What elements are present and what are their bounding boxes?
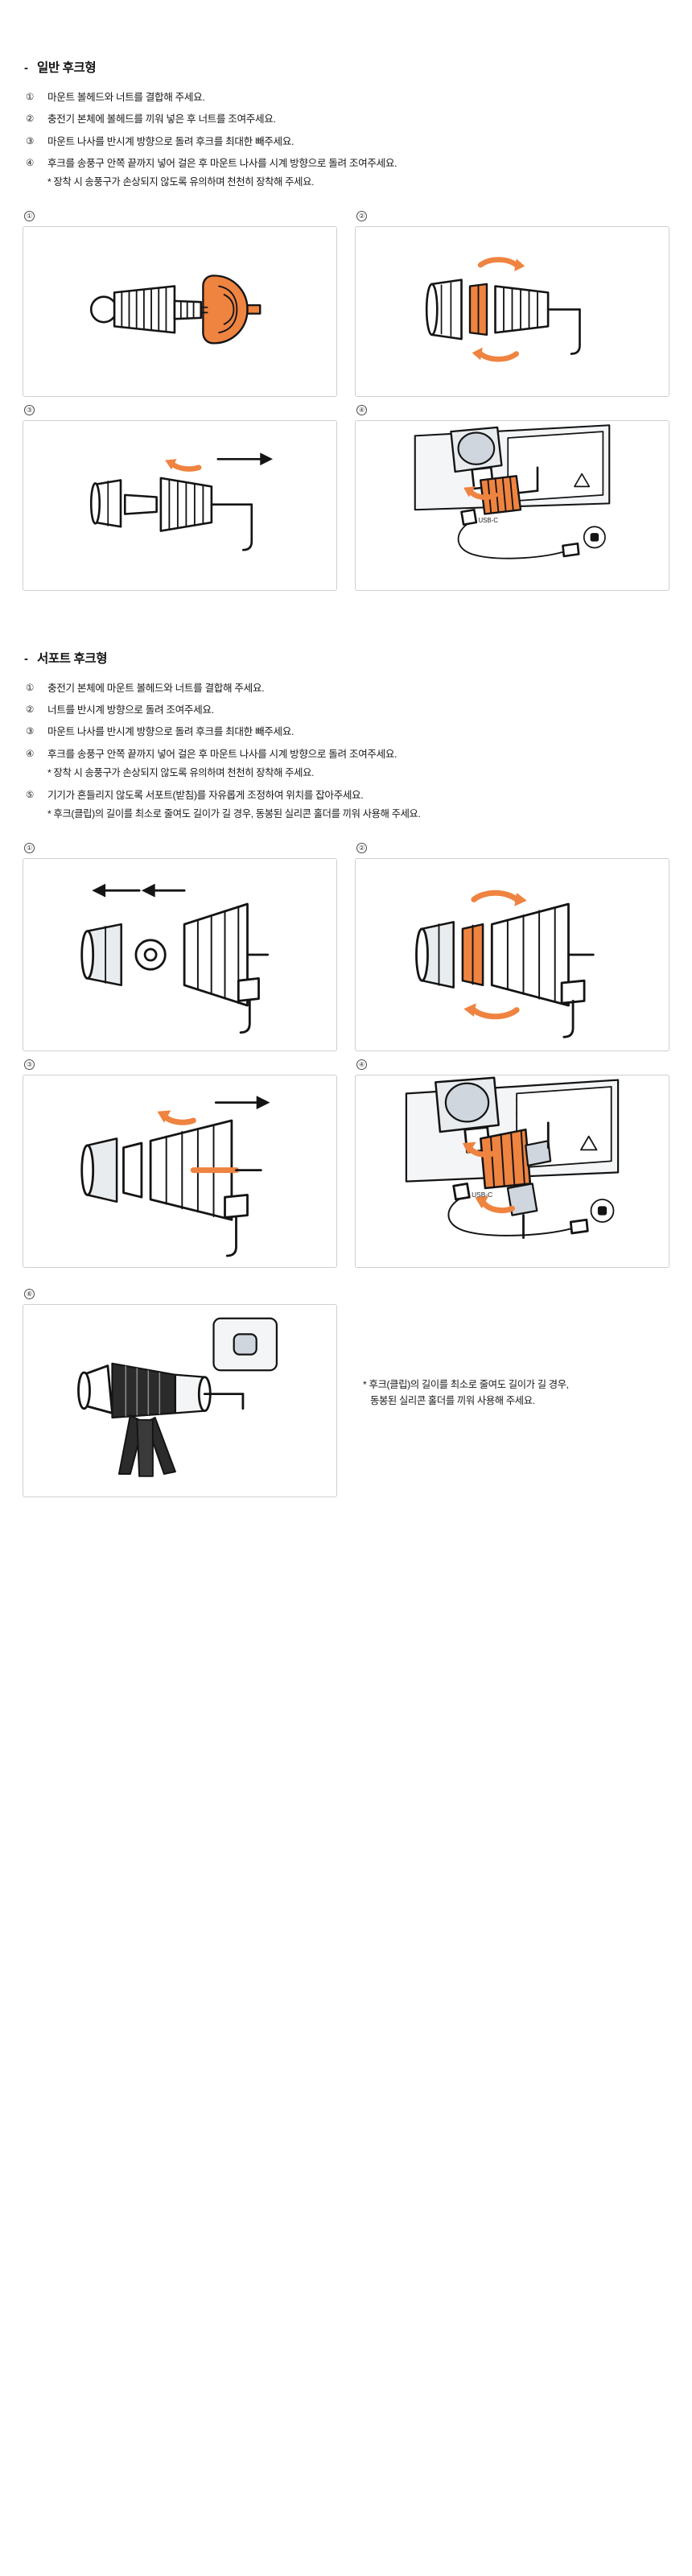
support-tighten-nut-illustration [415, 890, 595, 1038]
step-number: ② [26, 705, 35, 716]
extend-hook-illustration [89, 452, 273, 551]
step-text: 기기가 흔들리지 않도록 서포트(받침)를 자유롭게 조정하여 위치를 잡아주세… [47, 789, 364, 801]
illustration-panel-6 [355, 857, 669, 1051]
section-2-note-1: * 장착 시 송풍구가 손상되지 않도록 유의하며 천천히 장착해 주세요. [47, 766, 315, 778]
section-1-note: * 장착 시 송풍구가 손상되지 않도록 유의하며 천천히 장착해 주세요. [47, 176, 315, 188]
panel-wrap: ⑥ [23, 1288, 337, 1497]
step-number: ③ [26, 727, 35, 737]
support-extend-hook-illustration [80, 1095, 270, 1257]
illustration-panel-3 [23, 419, 337, 591]
panel-badge: ① [24, 210, 35, 221]
mounted-on-vent-illustration: USB-C [414, 424, 611, 559]
step-item: ④ 후크를 송풍구 안쪽 끝까지 넣어 걸은 후 마운트 나사를 시계 방향으로… [26, 156, 681, 171]
step-text: 마운트 나사를 반시계 방향으로 돌려 후크를 최대한 빼주세요. [47, 135, 295, 147]
step-text: 마운트 나사를 반시계 방향으로 돌려 후크를 최대한 빼주세요. [47, 726, 295, 738]
ballhead-nut-assembly-illustration [89, 275, 262, 345]
panel-badge: ② [356, 842, 367, 853]
final-note-line-1: * 후크(클립)의 길이를 최소로 줄여도 길이가 길 경우, [363, 1378, 569, 1390]
step-text: 후크를 송풍구 안쪽 끝까지 넣어 걸은 후 마운트 나사를 시계 방향으로 돌… [47, 157, 397, 169]
illustration-panel-8: USB-C [355, 1074, 669, 1268]
panel-wrap: ③ [23, 404, 337, 591]
step-item: ② 충전기 본체에 볼헤드를 끼워 넣은 후 너트를 조여주세요. [26, 112, 681, 126]
step-text: 마운트 볼헤드와 너트를 결합해 주세요. [47, 92, 205, 103]
panel-wrap: ④ [355, 1059, 669, 1268]
illustration-panel-2 [355, 225, 669, 397]
section-1-panels: ① [11, 210, 681, 591]
step-item: ② 너트를 반시계 방향으로 돌려 조여주세요. [26, 703, 681, 717]
step-number: ① [26, 93, 35, 102]
section-gap [0, 591, 692, 649]
step-item: ① 마운트 볼헤드와 너트를 결합해 주세요. [26, 90, 681, 105]
panel-wrap: ① [23, 210, 337, 397]
illustration-panel-7 [23, 1074, 337, 1268]
support-ballhead-attach-illustration [80, 883, 270, 1034]
step-number: ② [26, 114, 35, 125]
section-1-title: 일반 후크형 [37, 61, 97, 75]
step-item: ⑤ 기기가 흔들리지 않도록 서포트(받침)를 자유롭게 조정하여 위치를 잡아… [26, 788, 681, 803]
illustration-panel-9 [23, 1303, 337, 1497]
section-2-note-2: * 후크(클립)의 길이를 최소로 줄여도 길이가 길 경우, 동봉된 실리콘 … [47, 807, 421, 819]
section-1-heading: - 일반 후크형 [11, 58, 681, 76]
section-2-title: 서포트 후크형 [37, 651, 108, 666]
insert-ballhead-tighten-nut-illustration [425, 257, 581, 362]
step-number: ④ [26, 158, 35, 168]
panel-badge: ③ [24, 1059, 35, 1070]
illustration-panel-4: USB-C [355, 419, 669, 591]
step-text: 충전기 본체에 마운트 볼헤드와 너트를 결합해 주세요. [47, 682, 265, 694]
panel-badge: ④ [356, 404, 367, 415]
section-2-final-row: ⑥ [11, 1288, 681, 1497]
step-text: 너트를 반시계 방향으로 돌려 조여주세요. [47, 704, 214, 716]
step-number: ⑤ [26, 790, 35, 800]
step-number: ① [26, 683, 35, 693]
top-spacer [0, 0, 692, 58]
step-number: ③ [26, 136, 35, 147]
section-support-hook: - 서포트 후크형 ① 충전기 본체에 마운트 볼헤드와 너트를 결합해 주세요… [0, 649, 692, 1497]
section-2-steps: ① 충전기 본체에 마운트 볼헤드와 너트를 결합해 주세요. ② 너트를 반시… [11, 681, 681, 822]
panel-wrap: ④ [355, 404, 669, 591]
panel-wrap: ③ [23, 1059, 337, 1268]
panel-badge: ③ [24, 404, 35, 415]
panel-badge: ⑥ [24, 1288, 35, 1299]
section-2-bullet: - [24, 651, 28, 666]
step-text: 후크를 송풍구 안쪽 끝까지 넣어 걸은 후 마운트 나사를 시계 방향으로 돌… [47, 748, 397, 760]
step-item: ③ 마운트 나사를 반시계 방향으로 돌려 후크를 최대한 빼주세요. [26, 134, 681, 149]
panel-badge: ② [356, 210, 367, 221]
panel-badge: ④ [356, 1059, 367, 1070]
section-2-final-note: * 후크(클립)의 길이를 최소로 줄여도 길이가 길 경우, 동봉된 실리콘 … [355, 1289, 669, 1497]
section-1-steps: ① 마운트 볼헤드와 너트를 결합해 주세요. ② 충전기 본체에 볼헤드를 끼… [11, 90, 681, 190]
illustration-panel-5 [23, 857, 337, 1051]
panel-wrap: ② [355, 210, 669, 397]
step-item: ④ 후크를 송풍구 안쪽 끝까지 넣어 걸은 후 마운트 나사를 시계 방향으로… [26, 747, 681, 762]
bottom-spacer [0, 1497, 692, 1539]
section-2-heading: - 서포트 후크형 [11, 649, 681, 667]
section-1-bullet: - [24, 61, 28, 75]
step-number: ④ [26, 749, 35, 759]
panel-wrap: ① [23, 842, 337, 1051]
section-2-panels: ① [11, 842, 681, 1268]
step-text: 충전기 본체에 볼헤드를 끼워 넣은 후 너트를 조여주세요. [47, 114, 276, 126]
step-item: ③ 마운트 나사를 반시계 방향으로 돌려 후크를 최대한 빼주세요. [26, 724, 681, 739]
support-mounted-on-vent-illustration: USB-C [405, 1076, 620, 1239]
panel-wrap: ② [355, 842, 669, 1051]
illustration-panel-1 [23, 225, 337, 397]
final-note-line-2: 동봉된 실리콘 홀더를 끼워 사용해 주세요. [370, 1395, 535, 1407]
step-item: ① 충전기 본체에 마운트 볼헤드와 너트를 결합해 주세요. [26, 681, 681, 696]
panel-badge: ① [24, 842, 35, 853]
silicone-holder-illustration [77, 1317, 278, 1477]
usb-c-label: USB-C [472, 1191, 492, 1199]
usb-c-label: USB-C [479, 517, 499, 524]
section-standard-hook: - 일반 후크형 ① 마운트 볼헤드와 너트를 결합해 주세요. ② 충전기 본… [0, 58, 692, 591]
